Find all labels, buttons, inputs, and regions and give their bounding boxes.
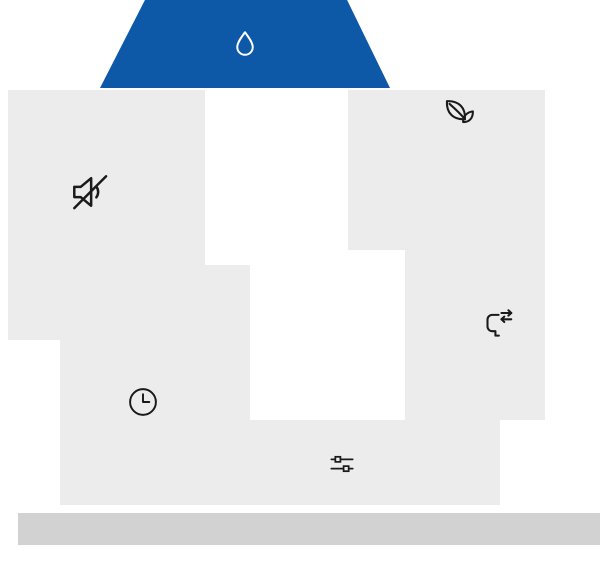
tile-adjustments[interactable] [205,420,500,505]
speaker-muted-icon [67,169,113,215]
water-drop-icon [229,25,261,63]
sliders-icon [326,448,358,480]
hose-swap-icon [478,303,516,341]
clock-icon [125,384,161,420]
water-drop-banner [100,0,390,88]
tile-water-connection[interactable] [405,155,545,420]
bottom-bar [18,513,600,545]
leaf-icon [439,94,477,132]
